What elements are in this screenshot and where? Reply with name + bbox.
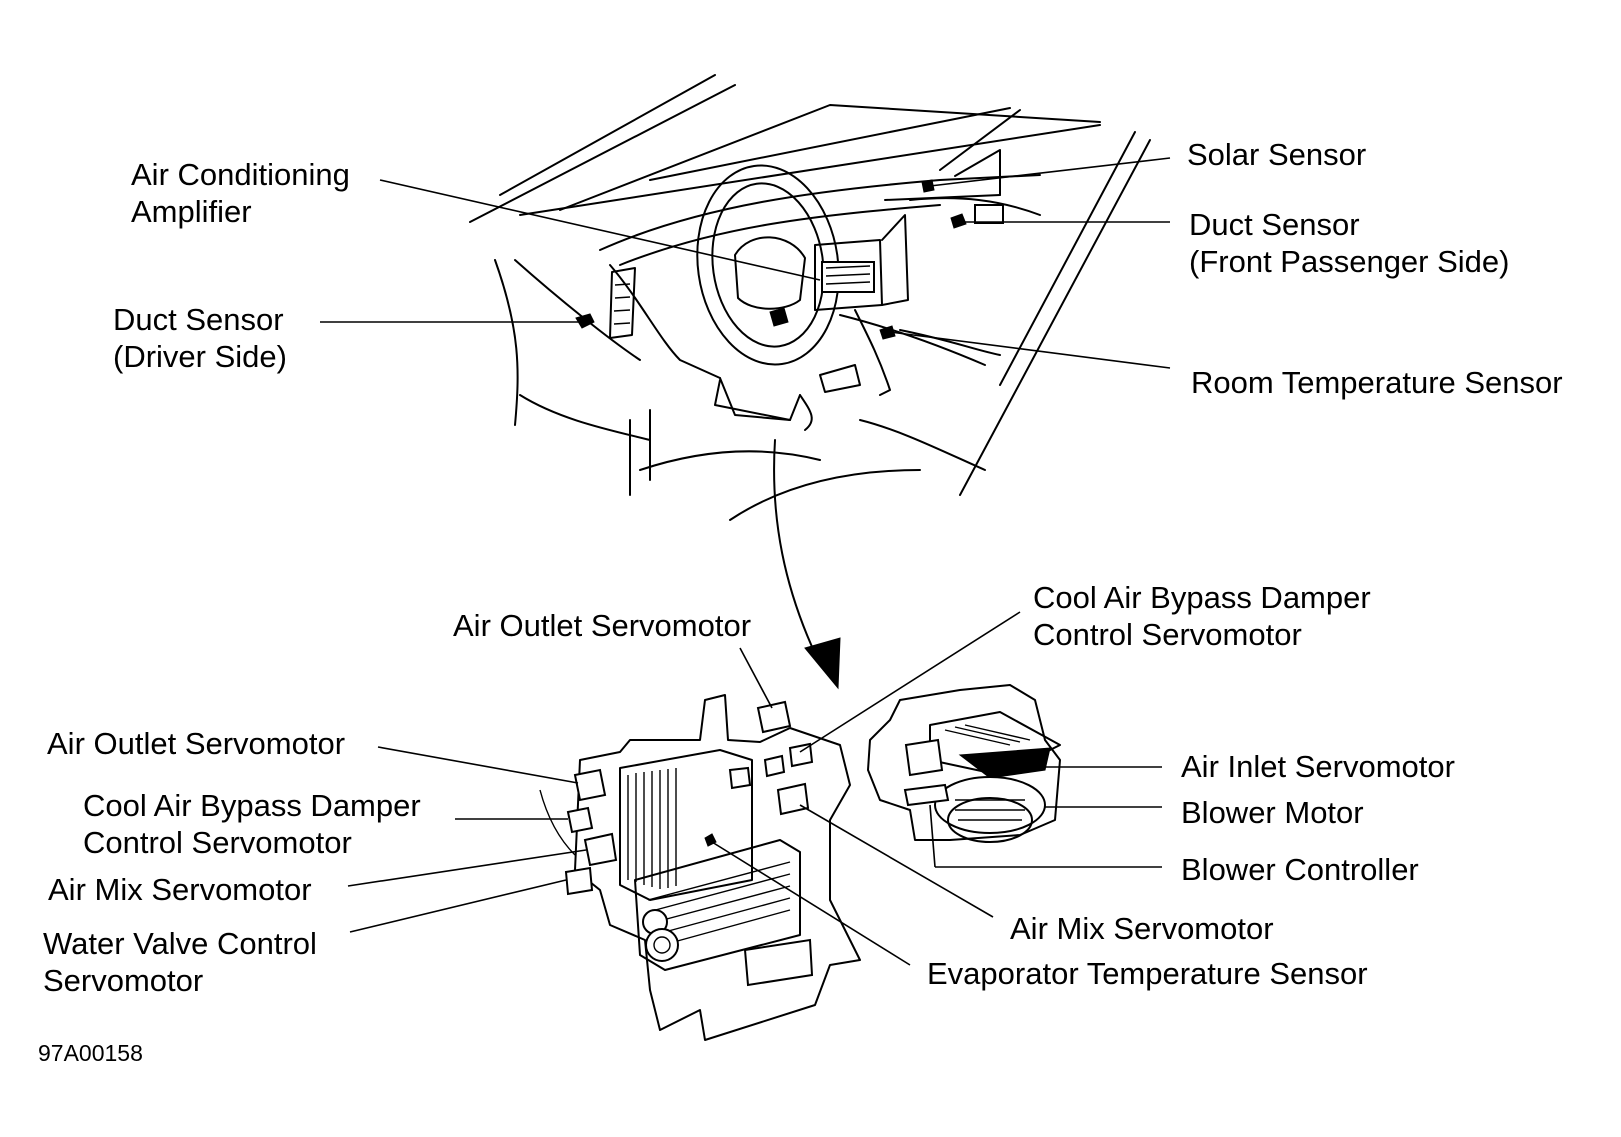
label-duct-sensor-driver-line1: Duct Sensor bbox=[113, 302, 284, 337]
label-room-temp-sensor: Room Temperature Sensor bbox=[1191, 365, 1563, 400]
label-cool-air-bypass-left: Cool Air Bypass Damper Control Servomoto… bbox=[83, 787, 421, 861]
label-duct-sensor-driver-line2: (Driver Side) bbox=[113, 339, 287, 374]
label-duct-sensor-driver: Duct Sensor (Driver Side) bbox=[113, 301, 287, 375]
label-air-outlet-servomotor-left: Air Outlet Servomotor bbox=[47, 726, 346, 761]
label-cool-air-bypass-right-line2: Control Servomotor bbox=[1033, 617, 1302, 652]
label-air-mix-servomotor-right: Air Mix Servomotor bbox=[1010, 911, 1274, 946]
blower-unit-illustration bbox=[867, 684, 1061, 843]
label-duct-sensor-passenger-line2: (Front Passenger Side) bbox=[1189, 244, 1510, 279]
label-water-valve: Water Valve Control Servomotor bbox=[43, 925, 317, 999]
label-cool-air-bypass-right: Cool Air Bypass Damper Control Servomoto… bbox=[1033, 579, 1371, 653]
label-ac-amplifier-line2: Amplifier bbox=[131, 194, 252, 229]
label-solar-sensor: Solar Sensor bbox=[1187, 137, 1367, 172]
label-evaporator-temp-sensor: Evaporator Temperature Sensor bbox=[927, 956, 1368, 991]
label-air-mix-servomotor-left: Air Mix Servomotor bbox=[48, 872, 312, 907]
label-water-valve-line2: Servomotor bbox=[43, 963, 204, 998]
label-ac-amplifier: Air Conditioning Amplifier bbox=[131, 156, 350, 230]
label-duct-sensor-passenger-line1: Duct Sensor bbox=[1189, 207, 1360, 242]
hvac-unit-illustration bbox=[539, 694, 861, 1041]
label-cool-air-bypass-right-line1: Cool Air Bypass Damper bbox=[1033, 580, 1371, 615]
label-air-inlet-servomotor: Air Inlet Servomotor bbox=[1181, 749, 1455, 784]
label-blower-controller: Blower Controller bbox=[1181, 852, 1419, 887]
label-blower-motor: Blower Motor bbox=[1181, 795, 1364, 830]
label-water-valve-line1: Water Valve Control bbox=[43, 926, 317, 961]
arrow-to-hvac-unit bbox=[773, 439, 841, 690]
label-duct-sensor-passenger: Duct Sensor (Front Passenger Side) bbox=[1189, 206, 1509, 280]
dashboard-illustration bbox=[469, 74, 1151, 521]
label-ac-amplifier-line1: Air Conditioning bbox=[131, 157, 350, 192]
label-air-outlet-servomotor-top: Air Outlet Servomotor bbox=[453, 608, 752, 643]
label-cool-air-bypass-left-line1: Cool Air Bypass Damper bbox=[83, 788, 421, 823]
label-cool-air-bypass-left-line2: Control Servomotor bbox=[83, 825, 352, 860]
leader-lines bbox=[320, 157, 1171, 966]
figure-code: 97A00158 bbox=[38, 1040, 143, 1066]
